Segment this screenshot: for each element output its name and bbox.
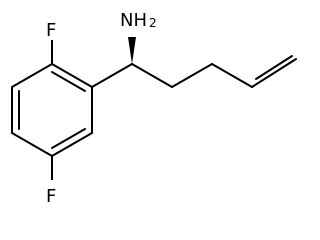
amine-subscript-text: 2 bbox=[149, 16, 157, 30]
ring-bond-c3-c4 bbox=[51, 132, 93, 157]
fluorine-bottom-label: F bbox=[43, 180, 61, 207]
fluorine-bottom-text: F bbox=[46, 186, 56, 207]
ring-bond-c4-c5 bbox=[11, 132, 53, 157]
chain-bond-3 bbox=[211, 63, 253, 88]
benzene-ring bbox=[11, 63, 93, 157]
ring-double-bond-inner-1 bbox=[51, 71, 86, 92]
amine-label: NH 2 bbox=[118, 8, 170, 34]
chemical-structure-diagram: F F NH 2 bbox=[11, 8, 297, 207]
bond-ring-to-chiral-carbon bbox=[91, 63, 133, 88]
chain-bond-2 bbox=[171, 63, 213, 88]
chain-bond-1 bbox=[131, 63, 173, 88]
ring-bond-c1-c2 bbox=[51, 63, 93, 88]
chain-double-bond-inner bbox=[255, 55, 293, 80]
fluorine-top-label: F bbox=[43, 18, 61, 41]
fluorine-top-text: F bbox=[46, 20, 56, 41]
chain-double-bond-outer bbox=[251, 58, 297, 88]
ring-bond-c6-c1 bbox=[11, 63, 53, 88]
amine-main-text: NH bbox=[120, 10, 147, 31]
ring-double-bond-inner-2 bbox=[51, 128, 86, 149]
stereo-wedge-bond bbox=[128, 37, 136, 64]
